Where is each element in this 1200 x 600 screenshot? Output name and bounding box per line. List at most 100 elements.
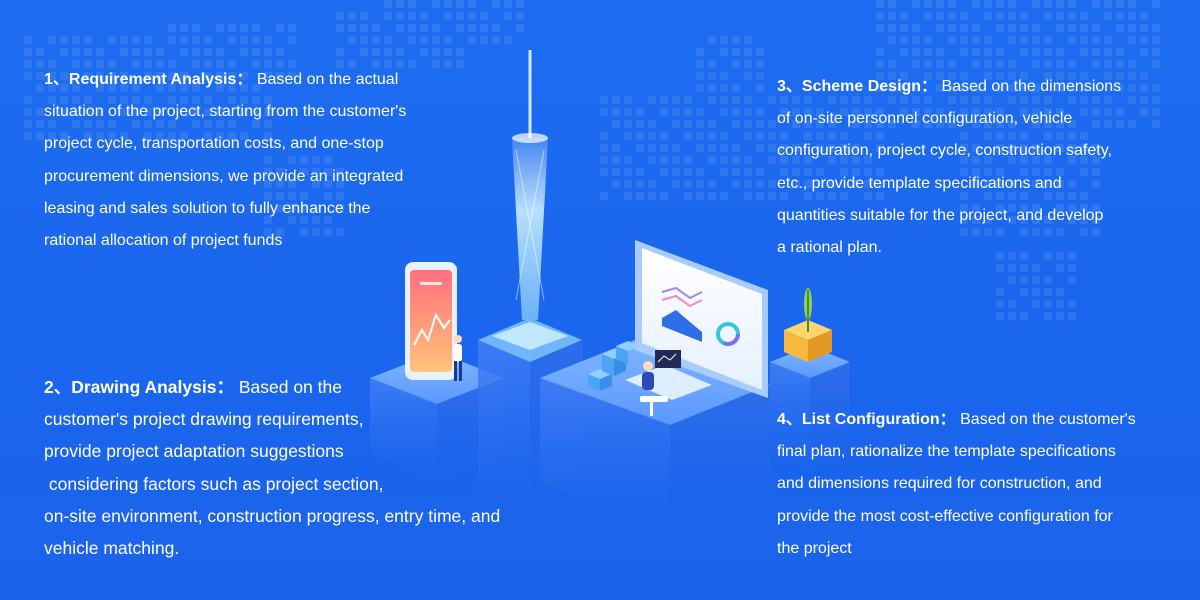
map-dot	[1104, 72, 1112, 80]
map-dot	[876, 12, 884, 20]
map-dot	[1092, 84, 1100, 92]
map-dot	[324, 180, 332, 188]
map-dot	[240, 132, 248, 140]
map-dot	[960, 12, 968, 20]
map-dot	[288, 72, 296, 80]
map-dot	[1020, 156, 1028, 164]
map-dot	[912, 84, 920, 92]
map-dot	[384, 0, 392, 8]
map-dot	[492, 36, 500, 44]
map-dot	[216, 48, 224, 56]
map-dot	[24, 96, 32, 104]
map-dot	[972, 24, 980, 32]
map-dot	[684, 132, 692, 140]
map-dot	[1140, 72, 1148, 80]
map-dot	[612, 180, 620, 188]
map-dot	[864, 192, 872, 200]
map-dot	[744, 48, 752, 56]
map-dot	[132, 84, 140, 92]
map-dot	[204, 120, 212, 128]
map-dot	[1044, 192, 1052, 200]
map-dot	[1092, 24, 1100, 32]
map-dot	[1008, 72, 1016, 80]
map-dot	[972, 216, 980, 224]
map-dot	[648, 192, 656, 200]
map-dot	[1080, 48, 1088, 56]
map-dot	[1080, 144, 1088, 152]
map-dot	[468, 0, 476, 8]
map-dot	[300, 228, 308, 236]
map-dot	[996, 84, 1004, 92]
map-dot	[852, 156, 860, 164]
map-dot	[684, 180, 692, 188]
map-dot	[336, 48, 344, 56]
map-dot	[1080, 108, 1088, 116]
map-dot	[1032, 48, 1040, 56]
map-dot	[984, 48, 992, 56]
map-dot	[732, 180, 740, 188]
map-dot	[792, 168, 800, 176]
map-dot	[984, 12, 992, 20]
map-dot	[1068, 192, 1076, 200]
map-dot	[960, 96, 968, 104]
map-dot	[1092, 48, 1100, 56]
map-dot	[1056, 24, 1064, 32]
map-dot	[636, 168, 644, 176]
map-dot	[660, 192, 668, 200]
section-text-line: Based on the dimensions	[937, 78, 1122, 95]
map-dot	[1068, 36, 1076, 44]
section-title: 1、Requirement Analysis：	[44, 71, 253, 88]
map-dot	[348, 60, 356, 68]
map-dot	[936, 12, 944, 20]
map-dot	[912, 0, 920, 8]
map-dot	[816, 144, 824, 152]
map-dot	[1104, 48, 1112, 56]
section-text-line: Based on the customer's	[955, 411, 1136, 428]
map-dot	[912, 48, 920, 56]
map-dot	[108, 72, 116, 80]
map-dot	[828, 144, 836, 152]
map-dot	[636, 132, 644, 140]
section-text-line: Based on the actual	[252, 71, 399, 88]
map-dot	[1152, 120, 1160, 128]
map-dot	[1032, 228, 1040, 236]
map-dot	[1068, 96, 1076, 104]
map-dot	[1044, 60, 1052, 68]
map-dot	[1032, 204, 1040, 212]
map-dot	[1020, 288, 1028, 296]
map-dot	[888, 0, 896, 8]
map-dot	[1092, 96, 1100, 104]
map-dot	[1044, 120, 1052, 128]
map-dot	[120, 132, 128, 140]
map-dot	[996, 144, 1004, 152]
map-dot	[1044, 312, 1052, 320]
map-dot	[996, 204, 1004, 212]
map-dot	[612, 144, 620, 152]
map-dot	[204, 72, 212, 80]
section-scheme-design: 3、Scheme Design： Based on the dimensions…	[777, 71, 1121, 264]
map-dot	[108, 36, 116, 44]
map-dot	[708, 156, 716, 164]
map-dot	[1056, 264, 1064, 272]
map-dot	[780, 144, 788, 152]
map-dot	[768, 96, 776, 104]
map-dot	[72, 36, 80, 44]
map-dot	[996, 288, 1004, 296]
map-dot	[660, 96, 668, 104]
map-dot	[516, 0, 524, 8]
map-dot	[960, 48, 968, 56]
map-dot	[960, 36, 968, 44]
map-dot	[1020, 48, 1028, 56]
map-dot	[420, 48, 428, 56]
map-dot	[1032, 0, 1040, 8]
map-dot	[1080, 96, 1088, 104]
map-dot	[972, 96, 980, 104]
map-dot	[96, 132, 104, 140]
map-dot	[276, 72, 284, 80]
map-dot	[132, 120, 140, 128]
map-dot	[960, 108, 968, 116]
map-dot	[408, 12, 416, 20]
map-dot	[1008, 276, 1016, 284]
map-dot	[1008, 252, 1016, 260]
map-dot	[216, 60, 224, 68]
